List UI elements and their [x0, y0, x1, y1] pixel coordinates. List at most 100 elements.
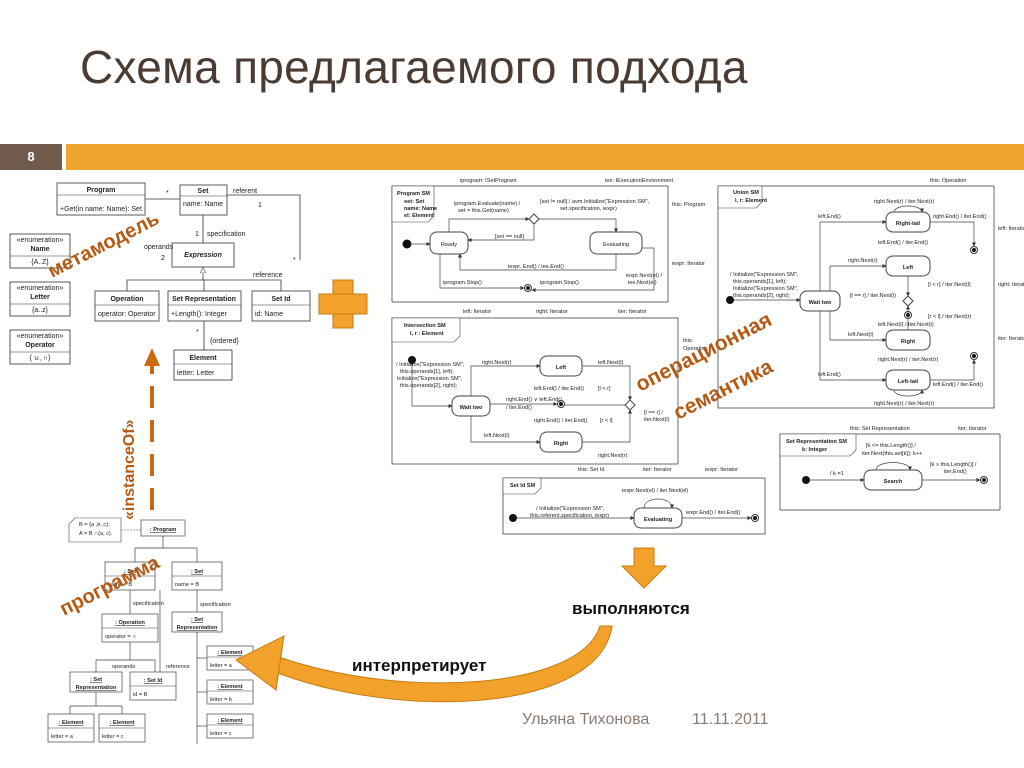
- svg-text:operands: operands: [144, 244, 174, 251]
- svg-text:: Set: : Set: [191, 617, 203, 623]
- svg-text:iter: Iterator: iter: Iterator: [998, 336, 1024, 342]
- svg-text:[l == r] / iter.Next(l): [l == r] / iter.Next(l): [850, 293, 896, 299]
- svg-text:+Get(in name: Name): Set: +Get(in name: Name): Set: [60, 206, 142, 213]
- svg-text:this.referent.specification, i: this.referent.specification, iexpr): [530, 513, 609, 519]
- svg-text:[set == null]: [set == null]: [495, 234, 524, 240]
- object-diagram: B = {a ,b ,c}; A = B ∩{a, c}. : Program …: [47, 517, 254, 744]
- svg-text:1: 1: [195, 231, 199, 238]
- svg-text:right.Next(r) / iter.Next(r): right.Next(r) / iter.Next(r): [874, 199, 934, 205]
- slide-number: 8: [27, 149, 35, 164]
- svg-text:l, r: Element: l, r: Element: [735, 198, 767, 204]
- svg-text:left.End(): left.End(): [818, 214, 841, 220]
- svg-text:iter.Next(l): iter.Next(l): [644, 417, 670, 423]
- setrep-sm: Set Representation SM k: Integer this: S…: [779, 426, 1001, 511]
- svg-text:this.operands[1], left);: this.operands[1], left);: [733, 279, 787, 285]
- svg-text:iter.End(): iter.End(): [944, 469, 967, 475]
- svg-text:iexpr.Next(el) / iter.Next(el): iexpr.Next(el) / iter.Next(el): [622, 488, 688, 494]
- svg-text:this:: this:: [683, 338, 694, 344]
- svg-text:right.End() / iter.End(): right.End() / iter.End(): [933, 214, 987, 220]
- svg-text:l, r : Element: l, r : Element: [410, 331, 444, 337]
- svg-text:Set Representation SM: Set Representation SM: [786, 439, 847, 445]
- svg-text:+Length(): Integer: +Length(): Integer: [171, 311, 228, 318]
- svg-text:Evaluating: Evaluating: [644, 517, 673, 523]
- metamodel-diagram: Program +Get(in name: Name): Set Set nam…: [9, 182, 311, 381]
- intersection-sm: Intersection SM l, r : Element left: Ite…: [391, 309, 708, 465]
- svg-text:right: Iterator: right: Iterator: [536, 309, 568, 315]
- svg-text:Set Representation: Set Representation: [172, 296, 236, 303]
- svg-text:: Element: : Element: [217, 684, 242, 690]
- svg-text:Set Id: Set Id: [271, 296, 290, 303]
- svg-text:Program: Program: [87, 187, 116, 194]
- svg-text:referent: referent: [233, 188, 257, 195]
- svg-text:letter = a: letter = a: [51, 734, 74, 740]
- svg-text:/ Initialize("Expression SM",: / Initialize("Expression SM",: [730, 272, 799, 278]
- svg-text:operands: operands: [112, 664, 136, 670]
- accent-bar: [66, 144, 1024, 170]
- svg-text:*: *: [196, 329, 199, 336]
- svg-text:left.End(): left.End(): [818, 372, 841, 378]
- svg-text:[set != null] / avm.Initialize: [set != null] / avm.Initialize("Expressi…: [540, 199, 650, 205]
- svg-text:Letter: Letter: [30, 294, 50, 301]
- svg-text:reference: reference: [253, 272, 283, 279]
- svg-text:el: Element: el: Element: [404, 213, 434, 219]
- svg-text:Search: Search: [884, 479, 903, 485]
- svg-text:: Element: : Element: [58, 720, 83, 726]
- svg-text:Operation: Operation: [683, 346, 708, 352]
- svg-text:Union SM: Union SM: [733, 190, 759, 196]
- svg-text:id = B: id = B: [133, 692, 148, 698]
- svg-text:{ordered}: {ordered}: [210, 338, 239, 345]
- svg-text:left: Iterator: left: Iterator: [998, 226, 1024, 232]
- svg-text:/ Initialize("Expression SM",: / Initialize("Expression SM",: [396, 362, 465, 368]
- footer-author: Ульяна Тихонова: [522, 711, 650, 728]
- svg-text:Representation: Representation: [177, 625, 218, 631]
- svg-text:specification: specification: [200, 602, 231, 608]
- svg-text:Set: Set: [198, 188, 210, 195]
- program-sm: Program SM set: Set name: Name el: Eleme…: [391, 178, 706, 303]
- svg-text:this: Operation: this: Operation: [930, 178, 966, 184]
- svg-text:Expression: Expression: [184, 252, 222, 259]
- svg-text:operator: Operator: operator: Operator: [98, 311, 156, 318]
- svg-text:right.Next(r): right.Next(r): [848, 258, 878, 264]
- svg-text:[r < l] / iter.Next(r): [r < l] / iter.Next(r): [928, 314, 971, 320]
- setid-sm: Set Id SM this: Set Id iter: Iterator ie…: [502, 467, 766, 535]
- svg-text:B = {a ,b ,c};: B = {a ,b ,c};: [79, 522, 110, 528]
- svg-text:right.End() ∨ left.End(): right.End() ∨ left.End(): [506, 397, 562, 403]
- svg-text:this.operands[1], left);: this.operands[1], left);: [400, 369, 454, 375]
- svg-text:: Operation: : Operation: [115, 620, 145, 626]
- svg-text:: Element: : Element: [217, 650, 242, 656]
- svg-text:right.End() / iter.End(): right.End() / iter.End(): [534, 418, 588, 424]
- svg-text:left.End() / iter.End(): left.End() / iter.End(): [534, 386, 584, 392]
- svg-text:this.operands[2], right);: this.operands[2], right);: [400, 383, 458, 389]
- svg-text:: Element: : Element: [217, 718, 242, 724]
- svg-text:{a..z}: {a..z}: [32, 307, 49, 314]
- svg-text:left.Next(l): left.Next(l): [848, 332, 874, 338]
- svg-text:letter = c: letter = c: [210, 731, 232, 737]
- svg-text:iexpr.Next(el) /: iexpr.Next(el) /: [626, 273, 663, 279]
- svg-text:specification: specification: [133, 601, 164, 607]
- svg-text:Left: Left: [556, 365, 566, 371]
- svg-text:iprogram.Stop(): iprogram.Stop(): [443, 280, 482, 286]
- svg-text:set.specification, iexpr): set.specification, iexpr): [560, 206, 617, 212]
- svg-text:left: Iterator: left: Iterator: [463, 309, 491, 315]
- svg-text:this.operands[2], right);: this.operands[2], right);: [733, 293, 791, 299]
- svg-text:Name: Name: [30, 246, 49, 253]
- svg-text:set: Set: set: Set: [404, 199, 424, 205]
- svg-text:Evaluating: Evaluating: [603, 242, 629, 248]
- svg-text:[l == r] /: [l == r] /: [644, 410, 663, 416]
- svg-text:iexpr.End() / iter.End(): iexpr.End() / iter.End(): [686, 510, 741, 516]
- svg-text:iter: Iterator: iter: Iterator: [618, 309, 647, 315]
- svg-text:{ ∪, ∩}: { ∪, ∩}: [30, 355, 51, 362]
- svg-text:right.Next(r) / iter.Next(r): right.Next(r) / iter.Next(r): [874, 401, 934, 407]
- svg-text:Program SM: Program SM: [397, 191, 430, 197]
- svg-text:Operator: Operator: [25, 342, 55, 349]
- svg-text:letter: Letter: letter: Letter: [177, 370, 215, 377]
- svg-text:left.End() / iter.End(): left.End() / iter.End(): [878, 240, 928, 246]
- svg-text:: Set: : Set: [191, 569, 203, 575]
- svg-text:id: Name: id: Name: [255, 311, 283, 318]
- svg-text:iprogram.Stop(): iprogram.Stop(): [540, 280, 579, 286]
- svg-text:right.Next(r) / iter.Next(r): right.Next(r) / iter.Next(r): [878, 357, 938, 363]
- svg-text:left.Next(l): left.Next(l): [484, 433, 510, 439]
- svg-text:*: *: [293, 257, 296, 264]
- svg-text:{A..Z}: {A..Z}: [31, 259, 49, 266]
- svg-text:[l < r]: [l < r]: [598, 386, 611, 392]
